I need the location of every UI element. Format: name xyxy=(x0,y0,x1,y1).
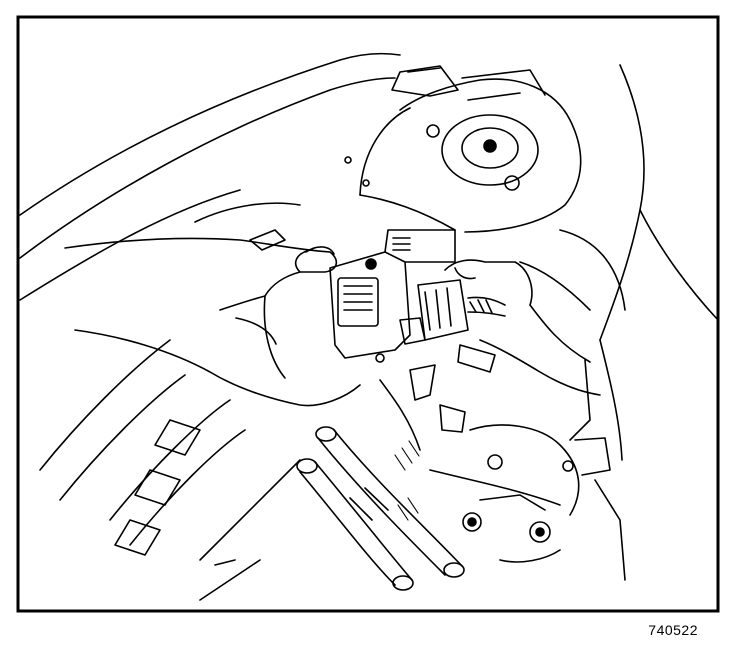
battery-tray xyxy=(40,340,300,600)
top-bracket xyxy=(392,66,458,96)
strut-bolt-left xyxy=(427,125,439,137)
figure-border xyxy=(18,17,718,611)
right-body-structure xyxy=(560,65,718,460)
hose-pair xyxy=(297,427,464,590)
strut-mount-inner xyxy=(462,128,518,168)
strut-bolt-right xyxy=(505,176,519,190)
strut-mount-outer xyxy=(442,115,538,185)
fender-panel xyxy=(20,54,400,300)
module-connector-port xyxy=(338,278,378,326)
module-screw xyxy=(366,259,376,269)
electronic-module xyxy=(330,230,455,362)
module-screw-lower xyxy=(376,354,384,362)
bolt-head xyxy=(463,513,481,531)
shading-details xyxy=(395,441,419,520)
engine-bay-lower xyxy=(380,345,625,580)
left-hand xyxy=(65,238,360,405)
strut-tower xyxy=(345,70,581,232)
figure-number: 740522 xyxy=(648,622,698,638)
wiring-connector xyxy=(400,280,505,344)
strut-center-nut xyxy=(484,140,496,152)
bolt-head xyxy=(530,522,550,542)
right-hand xyxy=(445,260,600,395)
